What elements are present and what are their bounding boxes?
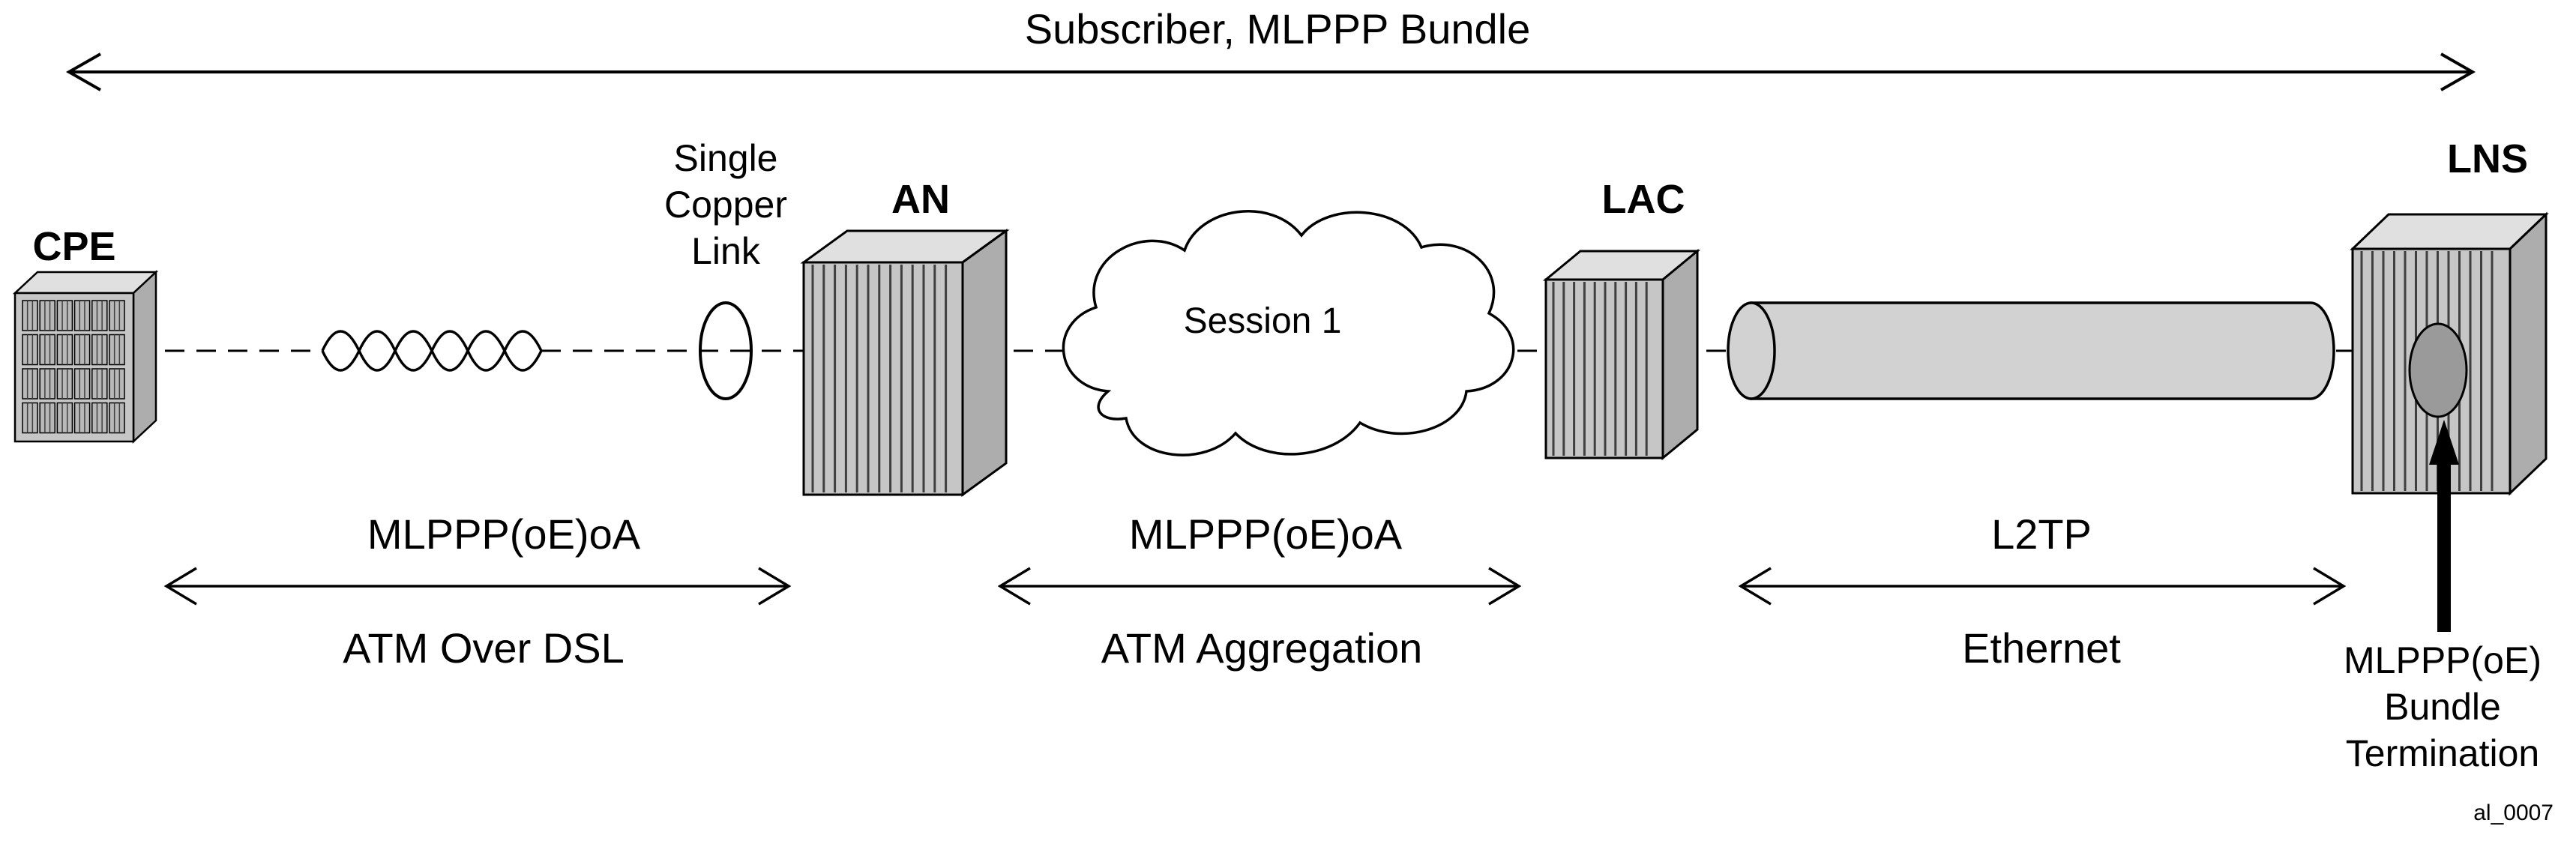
cpe-port-cell [39,334,55,366]
lac-label: LAC [1602,177,1685,222]
segment-protocol-atm-dsl: MLPPP(oE)oA [367,510,641,558]
an-device [800,229,1010,497]
cpe-port-cell [73,334,91,366]
cpe-device [12,270,159,444]
session-cloud [1062,210,1515,456]
segment-arrowhead-right [2313,567,2347,606]
segment-arrowhead-right [758,567,792,606]
cpe-port-cell [56,368,73,400]
lns-label: LNS [2447,136,2528,181]
twisted-pair [321,330,543,372]
copper-link-label-line1: Single [674,137,778,179]
cpe-port-grid [22,300,125,434]
subscriber-bundle-arrowhead-right [2440,52,2476,91]
cpe-port-cell [109,334,125,366]
segment-arrow-atm-over-dsl [163,567,792,606]
cpe-port-cell [91,368,108,400]
session-label: Session 1 [1184,301,1342,341]
diagram-title: Subscriber, MLPPP Bundle [1025,5,1530,52]
lns-device [2350,211,2549,496]
lns-bundle-termination-oval [2408,322,2468,418]
termination-label-line3: Termination [2346,732,2539,774]
cpe-port-cell [22,300,38,331]
termination-label-line1: MLPPP(oE) [2344,639,2542,681]
segment-arrow-atm-aggregation [997,567,1522,606]
segment-transport-atm-agg: ATM Aggregation [1101,624,1423,672]
lac-box-side [1661,248,1699,461]
cpe-box-side [132,270,157,444]
single-copper-link-ellipse [699,301,753,400]
an-box-front [802,261,964,496]
tunnel-body [1750,301,2335,400]
segment-arrowhead-left [163,567,197,606]
an-stripes [811,265,948,492]
cpe-port-cell [91,402,108,434]
segment-arrowhead-right [1488,567,1522,606]
cpe-port-cell [39,402,55,434]
cpe-port-cell [73,402,91,434]
segment-protocol-l2tp: L2TP [1991,510,2092,558]
cpe-port-cell [22,402,38,434]
figure-id-label: al_0007 [2473,801,2554,825]
cpe-port-cell [22,334,38,366]
segment-arrow-ethernet [1738,567,2347,606]
subscriber-bundle-arrowhead-left [65,52,101,91]
segment-protocol-atm-agg: MLPPP(oE)oA [1129,510,1403,558]
cpe-port-cell [109,300,125,331]
subscriber-bundle-arrow [65,52,2476,91]
segment-transport-atm-dsl: ATM Over DSL [343,624,624,672]
cpe-port-cell [91,300,108,331]
cpe-port-cell [109,402,125,434]
segment-arrowhead-left [1738,567,1772,606]
segment-arrowhead-left [997,567,1031,606]
cpe-label: CPE [32,224,115,269]
cpe-port-cell [73,368,91,400]
cpe-box-top [12,271,159,295]
l2tp-tunnel [1727,301,2335,400]
cpe-port-cell [56,402,73,434]
cpe-port-cell [56,334,73,366]
termination-label-line2: Bundle [2384,686,2501,728]
cpe-port-cell [91,334,108,366]
an-box-side [961,229,1008,497]
cpe-port-cell [73,300,91,331]
segment-transport-ethernet: Ethernet [1962,624,2121,672]
copper-link-label-line2: Copper [664,184,787,226]
cpe-port-cell [109,368,125,400]
an-label: AN [891,177,950,222]
bundle-termination-arrow [2429,420,2459,632]
copper-link-label-line3: Link [691,230,761,272]
lac-device [1542,248,1701,461]
twisted-pair-wire-b [321,330,543,372]
lac-stripes [1552,282,1648,456]
cpe-port-cell [56,300,73,331]
cpe-port-cell [39,368,55,400]
cpe-port-cell [22,368,38,400]
cpe-port-cell [39,300,55,331]
lns-box-side [2509,211,2548,496]
tunnel-left-cap [1727,301,1776,400]
